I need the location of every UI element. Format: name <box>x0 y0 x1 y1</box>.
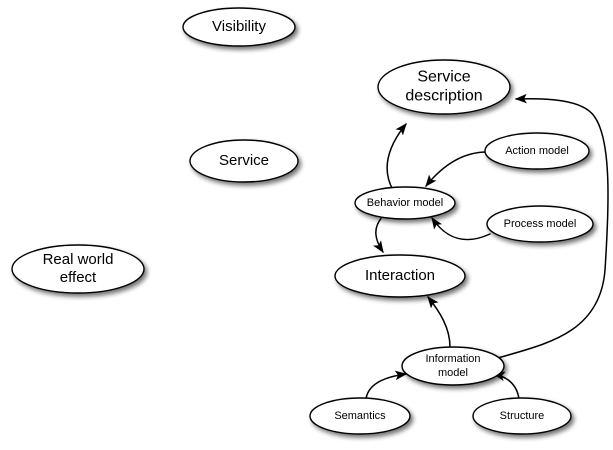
edges-layer <box>365 93 609 400</box>
node-label-information-model: Information model <box>425 353 480 379</box>
edge-behavior-to-service-description <box>386 123 407 191</box>
node-label-line: Action model <box>505 145 569 157</box>
node-shape-process-model[interactable] <box>486 205 594 243</box>
node-label-line: Interaction <box>365 267 435 284</box>
node-shape-interaction[interactable] <box>334 254 466 298</box>
node-process-model[interactable]: Process model <box>486 205 594 243</box>
node-action-model[interactable]: Action model <box>484 132 590 170</box>
edge-semantics-to-information <box>365 370 408 400</box>
node-service-description[interactable]: Service description <box>377 59 511 115</box>
edge-structure-to-information <box>492 371 520 400</box>
node-label-line: description <box>405 88 482 105</box>
node-label-process-model: Process model <box>504 218 577 230</box>
node-label-line: effect <box>60 269 97 286</box>
node-service[interactable]: Service <box>189 139 299 183</box>
node-label-semantics: Semantics <box>334 410 386 422</box>
node-shape-behavior-model[interactable] <box>354 186 456 220</box>
edge-information-to-interaction <box>427 296 451 348</box>
node-label-service-description: Service description <box>405 69 482 105</box>
edge-process-to-behavior <box>431 217 491 241</box>
node-semantics[interactable]: Semantics <box>309 397 411 435</box>
node-label-line: Service <box>417 69 470 86</box>
node-shape-service-description[interactable] <box>377 59 511 115</box>
node-visibility[interactable]: Visibility <box>182 7 296 47</box>
node-label-line: Behavior model <box>367 197 443 209</box>
node-label-behavior-model: Behavior model <box>367 197 443 209</box>
edge-information-to-service-description <box>497 93 609 359</box>
node-shape-visibility[interactable] <box>182 7 296 47</box>
node-behavior-model[interactable]: Behavior model <box>354 186 456 220</box>
node-label-line: Structure <box>500 410 545 422</box>
node-label-line: Process model <box>504 218 577 230</box>
node-label-line: Semantics <box>334 410 386 422</box>
node-information-model[interactable]: Information model <box>401 346 505 386</box>
node-structure[interactable]: Structure <box>472 397 572 435</box>
node-label-structure: Structure <box>500 410 545 422</box>
node-label-line: Visibility <box>212 18 266 35</box>
node-label-action-model: Action model <box>505 145 569 157</box>
node-label-line: Information <box>425 353 480 365</box>
edge-action-to-behavior <box>425 151 488 187</box>
node-shape-service[interactable] <box>189 139 299 183</box>
edge-behavior-to-interaction <box>373 215 384 253</box>
node-interaction[interactable]: Interaction <box>334 254 466 298</box>
node-label-line: model <box>438 367 468 379</box>
node-shape-action-model[interactable] <box>484 132 590 170</box>
node-shape-structure[interactable] <box>472 397 572 435</box>
node-label-line: Service <box>219 152 269 169</box>
node-label-interaction: Interaction <box>365 267 435 284</box>
node-label-line: Real world <box>43 251 114 268</box>
node-shape-information-model[interactable] <box>401 346 505 386</box>
node-shape-real-world-effect[interactable] <box>11 244 145 294</box>
node-shape-semantics[interactable] <box>309 397 411 435</box>
node-label-service: Service <box>219 152 269 169</box>
node-label-visibility: Visibility <box>212 18 266 35</box>
